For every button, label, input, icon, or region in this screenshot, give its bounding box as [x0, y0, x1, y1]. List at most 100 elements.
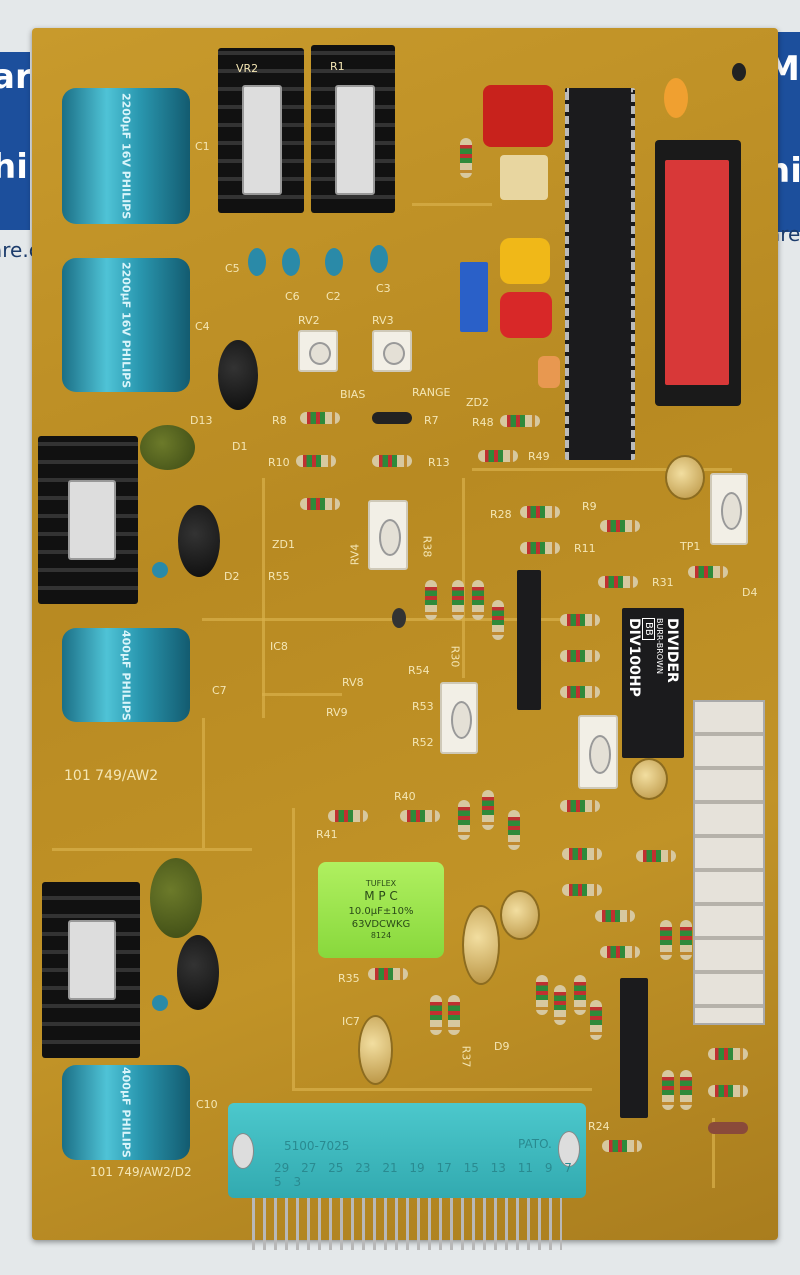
resistor: [560, 686, 600, 698]
resistor: [602, 1140, 642, 1152]
label-r40: R40: [394, 790, 416, 803]
trimpot[interactable]: [440, 682, 478, 754]
label-c2: C2: [326, 290, 341, 303]
label-c1: C1: [195, 140, 210, 153]
label-r53: R53: [412, 700, 434, 713]
small-ic: [620, 978, 648, 1118]
label-r24: R24: [588, 1120, 610, 1133]
trimpot[interactable]: [710, 473, 748, 545]
connector-part: 5100-7025: [284, 1139, 350, 1153]
resistor: [554, 985, 566, 1025]
resistor: [595, 910, 635, 922]
label-r37: R37: [459, 1045, 473, 1068]
resistor: [560, 650, 600, 662]
label-d13: D13: [190, 414, 213, 427]
resistor: [296, 455, 336, 467]
resistor: [300, 412, 340, 424]
resistor: [458, 800, 470, 840]
resistor: [560, 800, 600, 812]
resistor: [448, 995, 460, 1035]
resistor: [368, 968, 408, 980]
label-board-id-bottom: 101 749/AW2/D2: [90, 1165, 192, 1179]
label-r48: R48: [472, 416, 494, 429]
divider-brand: BURR-BROWN: [655, 618, 664, 674]
watermark-text: ari: [0, 57, 30, 97]
label-c7: C7: [212, 684, 227, 697]
film-cap-voltage: 63VDCWKG: [351, 918, 411, 930]
resistor: [708, 1048, 748, 1060]
label-c10: C10: [196, 1098, 218, 1111]
resistor: [574, 975, 586, 1015]
label-r13: R13: [428, 456, 450, 469]
label-r35: R35: [338, 972, 360, 985]
label-d1: D1: [232, 440, 248, 453]
divider-logo: BB: [642, 618, 655, 640]
resistor: [600, 520, 640, 532]
resistor: [598, 576, 638, 588]
resistor: [430, 995, 442, 1035]
tantalum-capacitor: [325, 248, 343, 276]
resistor: [482, 790, 494, 830]
divider-title: DIVIDER: [664, 618, 680, 683]
trimpot-rv3[interactable]: [372, 330, 412, 372]
trimpot-rv4[interactable]: [368, 500, 408, 570]
microcontroller-chip: [565, 88, 635, 460]
resistor: [372, 412, 412, 424]
red-capacitor: [500, 292, 552, 338]
resistor: [560, 614, 600, 626]
metal-can-transistor: [462, 905, 500, 985]
edge-connector-pins: [252, 1190, 562, 1250]
label-rv2: RV2: [298, 314, 320, 327]
resistor: [708, 1085, 748, 1097]
resistor: [492, 600, 504, 640]
resistor: [478, 450, 518, 462]
label-rv4: RV4: [348, 543, 362, 566]
resistor: [708, 1122, 748, 1134]
black-capacitor: [177, 935, 219, 1010]
tantalum-capacitor: [248, 248, 266, 276]
small-ic: [517, 570, 541, 710]
label-r52: R52: [412, 736, 434, 749]
edge-connector: 5100-7025 PATO. 29 27 25 23 21 19 17 15 …: [228, 1103, 586, 1198]
label-r38: R38: [420, 535, 434, 558]
label-tp1: TP1: [680, 540, 701, 553]
trimpot[interactable]: [578, 715, 618, 789]
voltage-regulator: [68, 920, 116, 1000]
label-rv8: RV8: [342, 676, 364, 689]
ic-socket: [655, 140, 741, 406]
label-r30: R30: [448, 645, 462, 668]
label-r41: R41: [316, 828, 338, 841]
voltage-regulator: [335, 85, 375, 195]
trimpot-rv2[interactable]: [298, 330, 338, 372]
label-rv9: RV9: [326, 706, 348, 719]
label-r8: R8: [272, 414, 287, 427]
label-zd2: ZD2: [466, 396, 490, 409]
tantalum-capacitor: [152, 562, 168, 578]
resistor: [662, 1070, 674, 1110]
black-capacitor: [218, 340, 258, 410]
orange-capacitor: [538, 356, 560, 388]
capacitor-c1: 2200µF 16V PHILIPS: [62, 88, 190, 224]
resistor: [328, 810, 368, 822]
label-d9: D9: [494, 1040, 510, 1053]
label-range: RANGE: [412, 386, 451, 399]
mounting-hole: [732, 63, 746, 81]
voltage-regulator: [242, 85, 282, 195]
resistor: [688, 566, 728, 578]
left-banner: ari hip: [0, 52, 30, 230]
label-r31: R31: [652, 576, 674, 589]
label-c3: C3: [376, 282, 391, 295]
label-r54: R54: [408, 664, 430, 677]
dip-switch[interactable]: [460, 262, 488, 332]
label-board-id: 101 749/AW2: [64, 768, 159, 784]
film-cap-value: 10.0µF±10%: [348, 905, 414, 917]
film-capacitor: TUFLEX M P C 10.0µF±10% 63VDCWKG 8124: [318, 862, 444, 958]
resistor: [536, 975, 548, 1015]
label-r9: R9: [582, 500, 597, 513]
resistor: [300, 498, 340, 510]
film-cap-code: 8124: [370, 930, 392, 940]
resistor: [520, 506, 560, 518]
label-r1: R1: [330, 60, 345, 73]
tantalum-capacitor: [282, 248, 300, 276]
beige-capacitor: [500, 155, 548, 200]
